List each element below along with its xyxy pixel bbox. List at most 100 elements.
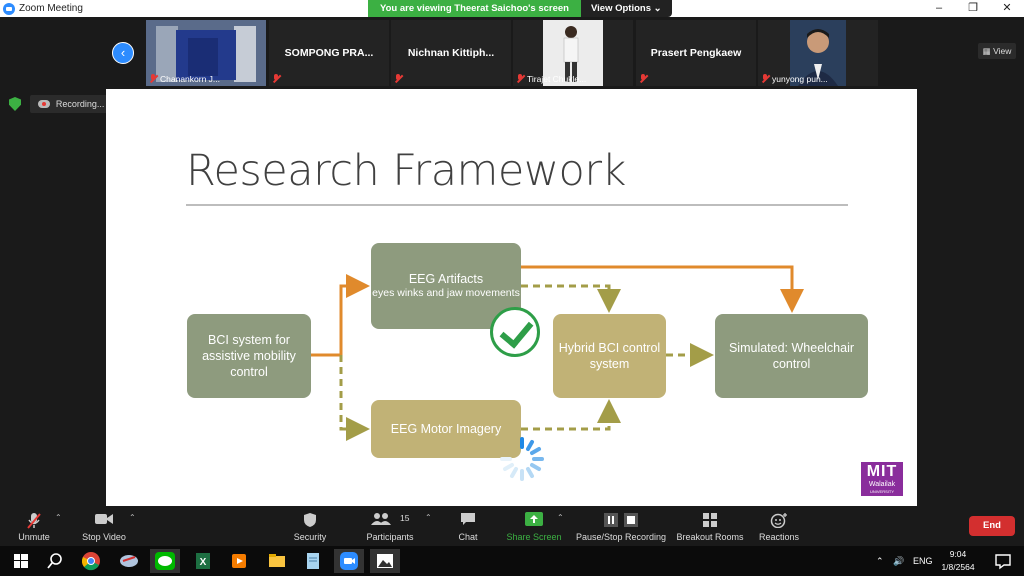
title-divider (186, 204, 848, 206)
zoom-taskbar-icon[interactable] (334, 549, 364, 573)
checkmark-icon (490, 307, 540, 357)
window-controls: – ❐ ✕ (922, 0, 1024, 17)
participant-strip: ‹ Chanankorn J... SOMPONG PRA... Nichnan… (0, 18, 1024, 88)
participants-icon (371, 513, 391, 525)
window-title: Zoom Meeting (19, 3, 83, 14)
end-meeting-button[interactable]: End (969, 516, 1015, 536)
participant-name: SOMPONG PRA... (284, 47, 374, 59)
share-screen-icon (525, 512, 543, 526)
chrome-icon[interactable] (78, 549, 104, 573)
video-options-caret[interactable]: ⌃ (129, 513, 136, 522)
participant-tile[interactable]: yunyong pun... (758, 20, 878, 86)
media-player-icon[interactable] (226, 549, 252, 573)
framework-arrows (311, 265, 804, 441)
chevron-left-icon: ‹ (120, 45, 126, 60)
clock-date: 1/8/2564 (941, 562, 975, 572)
close-button[interactable]: ✕ (1002, 2, 1012, 14)
previous-page-button[interactable]: ‹ (112, 42, 134, 64)
file-explorer-icon[interactable] (264, 549, 290, 573)
participant-name: Chanankorn J... (160, 74, 221, 84)
unmute-button[interactable]: Unmute (10, 507, 58, 545)
chat-label: Chat (458, 532, 478, 542)
slide-title: Research Framework (186, 146, 626, 196)
reactions-label: Reactions (758, 532, 800, 542)
logo-tiny-text: UNIVERSITY (869, 489, 894, 494)
participant-tile[interactable]: Chanankorn J... (146, 20, 266, 86)
participant-tile[interactable]: Prasert Pengkaew (636, 20, 756, 86)
encryption-shield-icon[interactable] (9, 97, 21, 111)
participant-tile[interactable]: Nichnan Kittiph... (391, 20, 511, 86)
recording-label: Recording... (55, 99, 105, 109)
security-button[interactable]: Security (288, 507, 332, 545)
cloud-recording-icon (38, 100, 50, 108)
eeg-artifacts-subtitle: eyes winks and jaw movements (372, 287, 520, 300)
view-layout-button[interactable]: ▦ View (978, 43, 1016, 59)
pause-stop-icon (604, 513, 638, 527)
muted-mic-icon (517, 74, 524, 83)
viewing-screen-message: You are viewing Theerat Saichoo's screen (368, 0, 581, 17)
view-layout-label: View (993, 46, 1012, 56)
excel-icon[interactable]: X (190, 549, 216, 573)
share-screen-button[interactable]: Share Screen (504, 507, 564, 545)
reactions-button[interactable]: Reactions (756, 507, 802, 545)
box-bci-system: BCI system for assistive mobility contro… (187, 314, 311, 398)
volume-icon[interactable]: 🔊 (893, 556, 905, 566)
video-camera-icon (95, 514, 113, 524)
restore-button[interactable]: ❐ (968, 2, 978, 14)
notifications-icon[interactable] (990, 549, 1016, 573)
view-options-button[interactable]: View Options ⌄ (580, 0, 672, 17)
minimize-button[interactable]: – (935, 2, 943, 14)
audio-options-caret[interactable]: ⌃ (55, 513, 62, 522)
stop-video-label: Stop Video (82, 532, 126, 542)
arrow-motor-to-hybrid (521, 399, 621, 431)
loading-spinner-icon (500, 437, 544, 481)
participants-button[interactable]: 15 Participants (362, 507, 418, 545)
security-label: Security (293, 532, 327, 542)
logo-main-text: MIT (866, 463, 898, 480)
participant-video (146, 20, 266, 86)
clock-time: 9:04 (949, 549, 967, 559)
breakout-rooms-button[interactable]: Breakout Rooms (676, 507, 744, 545)
windows-start-icon[interactable] (8, 549, 34, 573)
shield-icon (304, 513, 316, 527)
snipping-tool-icon[interactable] (116, 549, 142, 573)
participant-name: Tirajet Chukle... (527, 74, 587, 84)
pause-stop-recording-button[interactable]: Pause/Stop Recording (575, 507, 667, 545)
participant-video (758, 20, 878, 86)
meeting-toolbar: Unmute ⌃ Stop Video ⌃ Security 15 Partic… (0, 507, 1024, 545)
arrow-bci-to-artifacts (311, 274, 370, 357)
muted-mic-icon (395, 74, 402, 83)
participant-name: Nichnan Kittiph... (407, 47, 495, 59)
participant-name: yunyong pun... (772, 74, 828, 84)
chat-button[interactable]: Chat (450, 507, 486, 545)
windows-taskbar: X ⌃ 🔊 ENG 9:04 1/8/2564 (0, 546, 1024, 576)
muted-mic-icon (150, 74, 157, 83)
eeg-artifacts-title: EEG Artifacts (408, 272, 484, 287)
arrow-artifacts-to-simulated (521, 265, 804, 313)
notepad-icon[interactable] (300, 549, 326, 573)
share-options-caret[interactable]: ⌃ (557, 513, 564, 522)
box-hybrid-bci: Hybrid BCI control system (553, 314, 666, 398)
participants-options-caret[interactable]: ⌃ (425, 513, 432, 522)
show-hidden-icons-caret[interactable]: ⌃ (876, 556, 884, 566)
line-app-icon[interactable] (150, 549, 180, 573)
photos-icon[interactable] (370, 549, 400, 573)
pause-stop-recording-label: Pause/Stop Recording (575, 532, 667, 542)
excel-glyph: X (200, 557, 207, 568)
muted-mic-icon (640, 74, 647, 83)
search-icon[interactable] (42, 549, 68, 573)
share-screen-label: Share Screen (506, 532, 562, 542)
stop-video-button[interactable]: Stop Video (78, 507, 130, 545)
system-clock[interactable]: 9:04 1/8/2564 (933, 548, 983, 574)
muted-mic-icon (762, 74, 769, 83)
zoom-app-icon (3, 2, 15, 15)
smiley-plus-icon (770, 513, 787, 528)
participant-tile[interactable]: SOMPONG PRA... (269, 20, 389, 86)
language-indicator[interactable]: ENG (913, 556, 933, 566)
participant-tile[interactable]: Tirajet Chukle... (513, 20, 633, 86)
share-banner: You are viewing Theerat Saichoo's screen… (368, 0, 672, 17)
muted-mic-icon (273, 74, 280, 83)
breakout-rooms-label: Breakout Rooms (676, 532, 744, 542)
chat-bubble-icon (461, 513, 475, 525)
